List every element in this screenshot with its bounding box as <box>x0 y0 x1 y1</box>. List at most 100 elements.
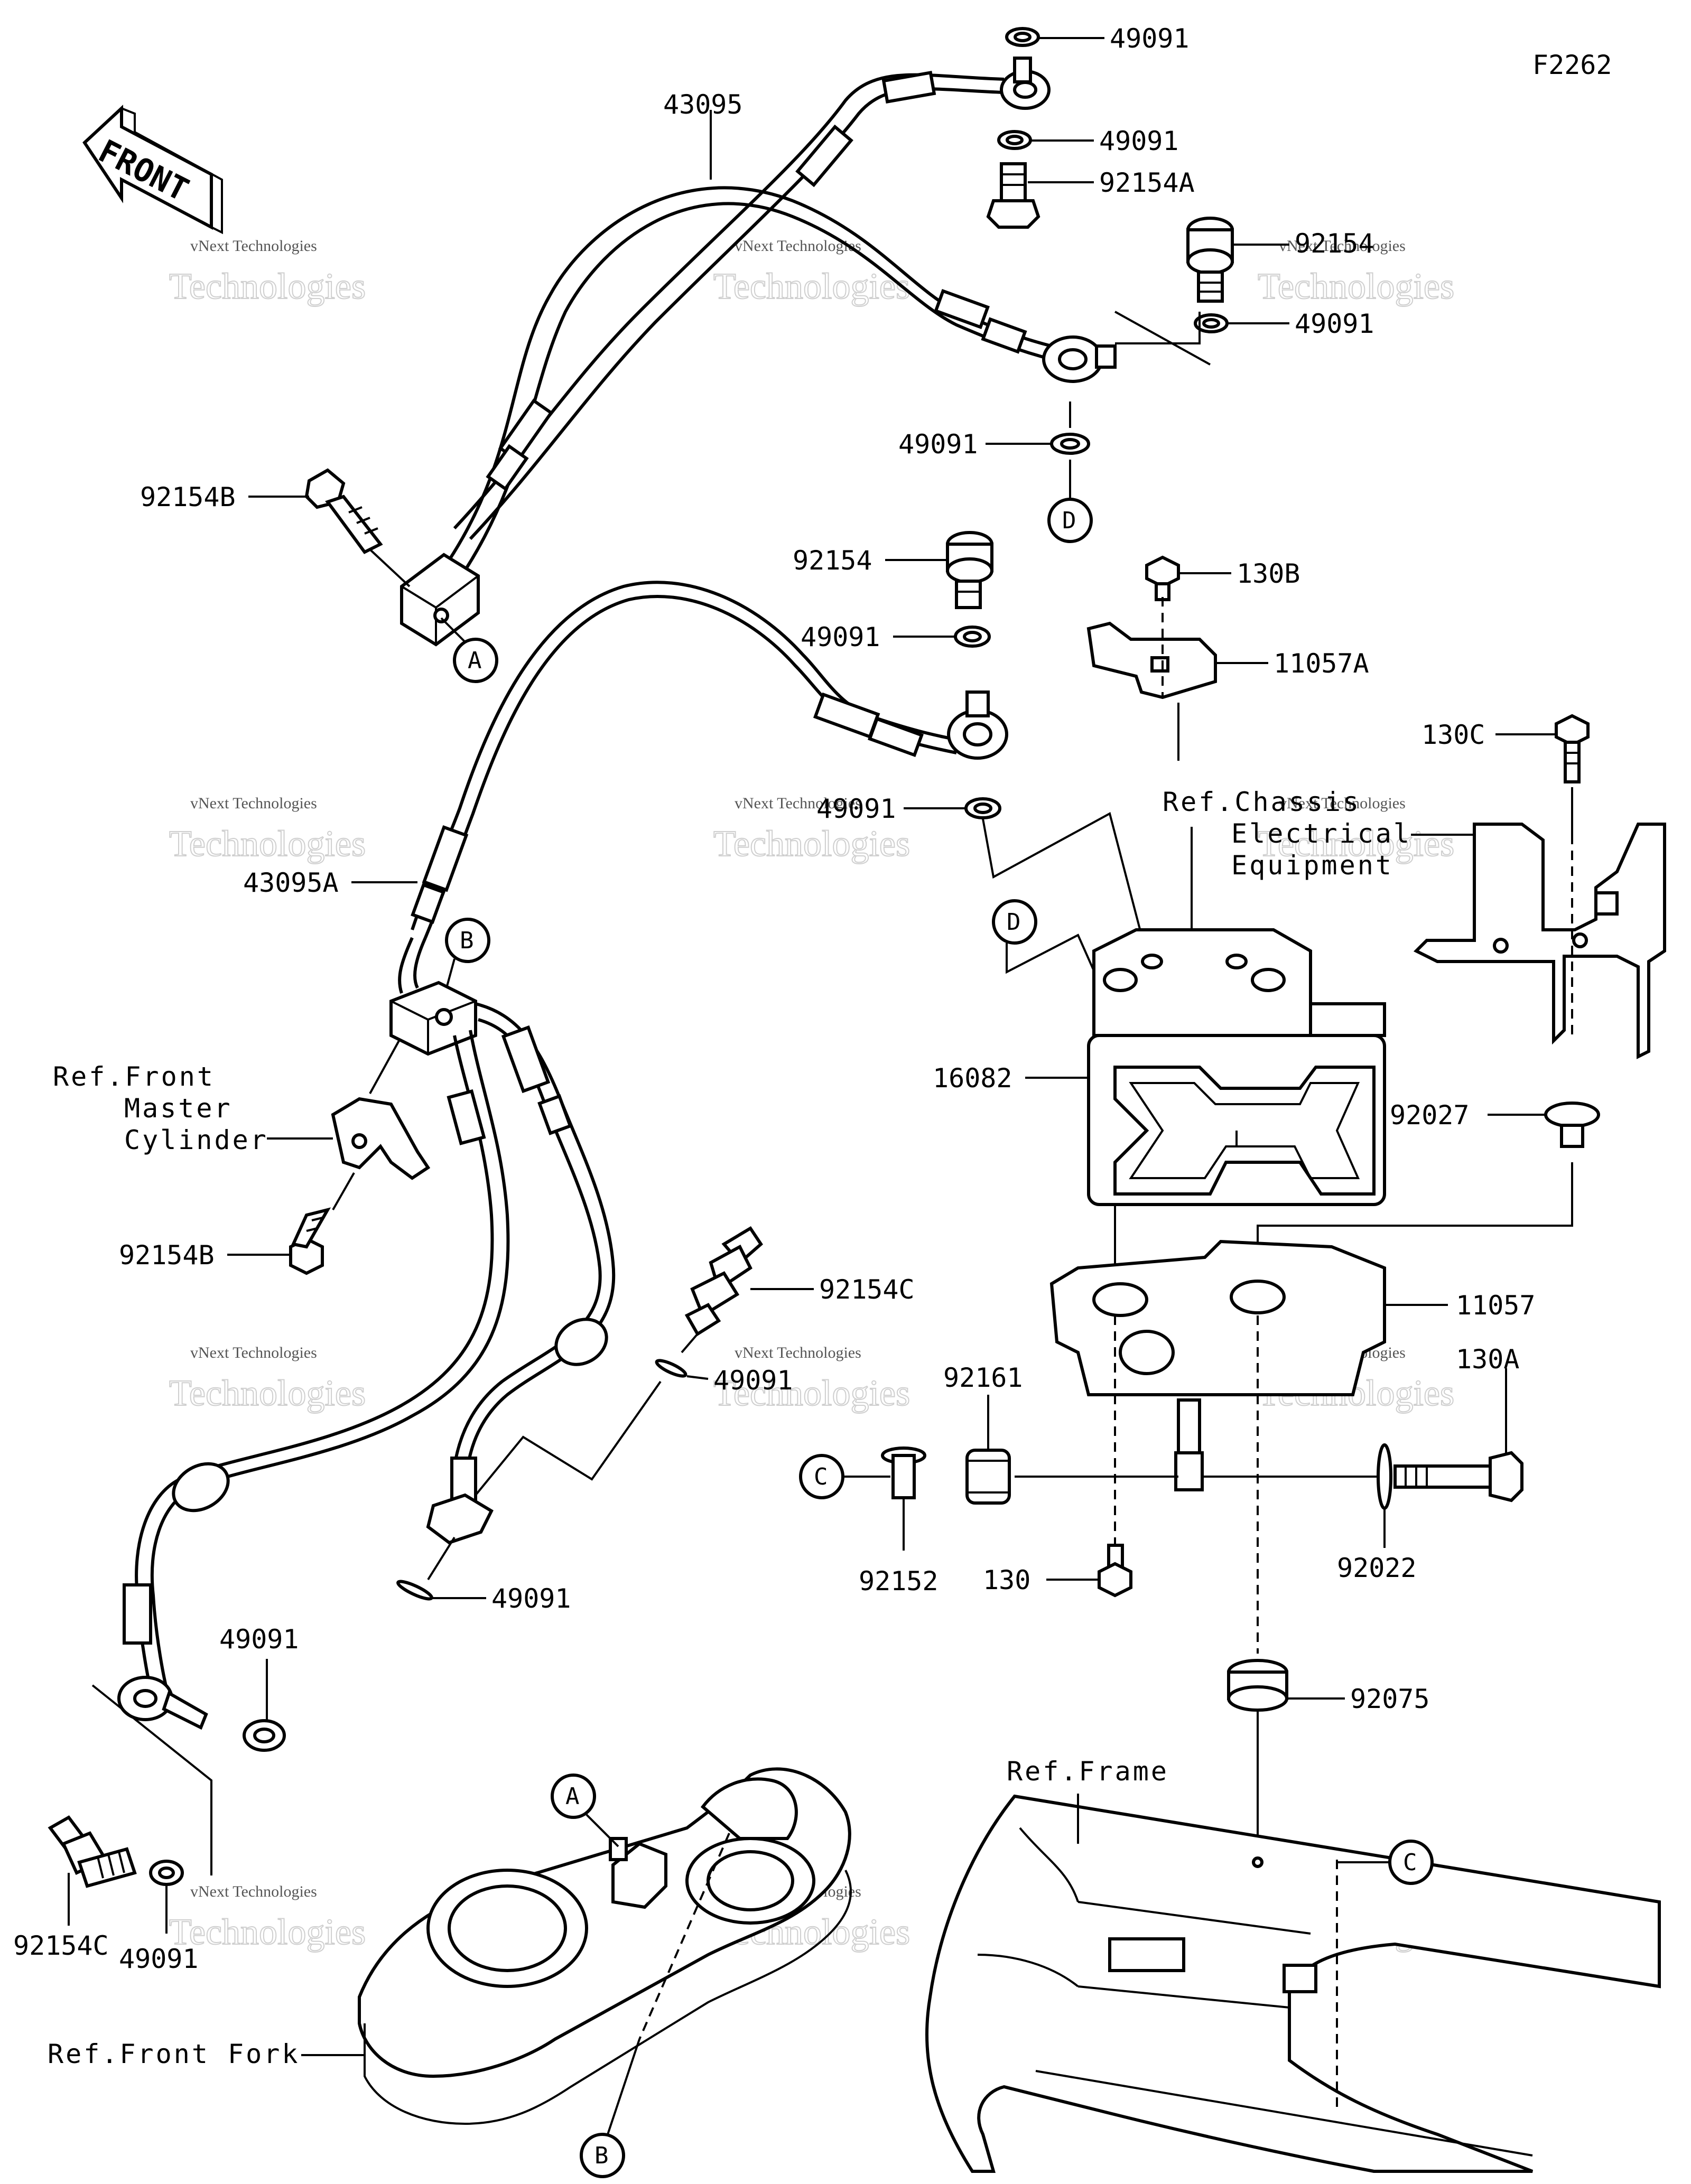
watermark-text: Technologies <box>713 1373 910 1414</box>
watermark-text: vNext Technologies <box>190 795 317 812</box>
damper-92027 <box>1544 1102 1600 1148</box>
watermark-text: Technologies <box>169 1373 366 1414</box>
part-label-92161: 92161 <box>943 1362 1023 1393</box>
watermark-text: Technologies <box>169 1912 366 1953</box>
banjo-bolt-92154-a <box>1186 217 1234 303</box>
part-label-92154: 92154 <box>1295 228 1374 259</box>
bleeder-92154C-b <box>48 1815 137 1888</box>
watermark: vNext Technologies Technologies <box>169 237 366 307</box>
watermark: vNext Technologies Technologies <box>169 795 366 865</box>
assembly-line <box>1115 312 1201 344</box>
callout-letter: C <box>814 1463 828 1490</box>
ref-master-line1: Ref.Front <box>53 1061 215 1092</box>
watermark-text: vNext Technologies <box>1279 237 1406 255</box>
grommet-92075 <box>1227 1659 1288 1712</box>
watermark-text: vNext Technologies <box>1279 795 1406 812</box>
bushing-92161 <box>965 1449 1011 1505</box>
bolt-92154B-a <box>304 468 383 554</box>
callout-letter: A <box>565 1783 580 1810</box>
washer-49091-j <box>149 1860 184 1886</box>
washer-49091-b <box>997 130 1032 150</box>
abs-unit-16082 <box>1087 928 1386 1206</box>
ref-chassis-line3: Equipment <box>1231 850 1393 881</box>
bolt-92154B-b <box>289 1207 331 1275</box>
washer-49091-h <box>396 1580 433 1601</box>
assembly-line <box>332 1172 355 1210</box>
ref-frame: Ref.Frame <box>1007 1756 1169 1787</box>
assembly-line <box>1006 934 1100 983</box>
leader-line <box>445 958 456 988</box>
banjo-bolt-92154A <box>986 162 1040 229</box>
bracket-11057A <box>1086 621 1217 699</box>
watermark-text: Technologies <box>713 824 910 864</box>
bracket-chassis <box>1413 823 1666 1059</box>
callout-a-bottom: A <box>551 1774 596 1819</box>
callout-b-bottom: B <box>580 2133 625 2178</box>
watermark-text: Technologies <box>713 266 910 307</box>
callout-b-top: B <box>445 918 490 963</box>
washer-49091-e <box>954 626 991 648</box>
part-label-49091: 49091 <box>898 429 978 460</box>
part-label-92152: 92152 <box>859 1566 939 1597</box>
washer-49091-a <box>1005 27 1040 47</box>
part-label-49091: 49091 <box>1099 126 1179 156</box>
assembly-line <box>475 1380 662 1496</box>
watermark-text: vNext Technologies <box>190 237 317 255</box>
watermark-text: Technologies <box>169 266 366 307</box>
part-label-92154: 92154 <box>793 545 872 576</box>
washer-92022 <box>1377 1443 1392 1510</box>
assembly-line <box>369 1040 400 1094</box>
front-arrow-icon: FRONT <box>82 105 223 235</box>
bolt-130A <box>1393 1451 1523 1502</box>
part-label-92075: 92075 <box>1350 1684 1430 1714</box>
watermark-text: Technologies <box>169 824 366 864</box>
washer-49091-f <box>964 797 1001 819</box>
part-label-92022: 92022 <box>1337 1553 1417 1583</box>
figure-code: F2262 <box>1532 50 1612 80</box>
part-label-130B: 130B <box>1237 558 1300 589</box>
callout-letter: B <box>460 927 474 954</box>
bleeder-92154C-a <box>681 1226 763 1354</box>
callout-d-mid: D <box>992 899 1037 945</box>
part-label-43095A: 43095A <box>243 867 339 898</box>
part-label-49091: 49091 <box>1295 309 1374 339</box>
callout-letter: C <box>1403 1849 1417 1876</box>
assembly-line <box>369 548 411 587</box>
part-label-49091: 49091 <box>816 794 896 824</box>
assembly-line <box>427 1536 456 1581</box>
watermark: vNext Technologies Technologies <box>713 237 910 307</box>
part-label-49091: 49091 <box>1110 23 1190 54</box>
washer-49091-i <box>243 1719 286 1752</box>
bolt-130C <box>1555 714 1590 783</box>
watermark-text: vNext Technologies <box>190 1344 317 1361</box>
part-label-92154A: 92154A <box>1099 167 1195 198</box>
part-label-130A: 130A <box>1456 1344 1519 1375</box>
part-label-49091: 49091 <box>119 1944 199 1974</box>
washer-49091-g <box>655 1359 687 1378</box>
bolt-130 <box>1098 1544 1132 1598</box>
ref-master-line2: Master <box>124 1093 233 1124</box>
watermark-text: vNext Technologies <box>735 1344 861 1361</box>
part-label-11057A: 11057A <box>1274 648 1369 679</box>
callout-letter: D <box>1007 909 1021 936</box>
leader-line <box>440 617 466 643</box>
ref-master-line3: Cylinder <box>124 1125 268 1155</box>
callout-c-left: C <box>799 1454 844 1499</box>
collar-92152 <box>881 1446 926 1499</box>
callout-c-right: C <box>1388 1840 1434 1885</box>
leader-line <box>607 2039 640 2135</box>
callout-letter: D <box>1062 507 1076 534</box>
assembly-line <box>1114 311 1211 366</box>
front-fork-upper-bracket <box>358 1767 852 2125</box>
bracket-11057 <box>1049 1239 1386 1491</box>
leader-line <box>586 1814 619 1847</box>
brake-hose-43095A <box>123 581 1008 1702</box>
part-label-49091: 49091 <box>713 1365 793 1396</box>
callout-letter: A <box>468 647 482 674</box>
part-label-92154C: 92154C <box>13 1930 109 1961</box>
banjo-fitting-lower <box>117 1676 208 1730</box>
watermark: vNext Technologies Technologies <box>169 1344 366 1414</box>
watermark: vNext Technologies Technologies <box>713 795 910 865</box>
ref-front-fork: Ref.Front Fork <box>48 2039 300 2069</box>
